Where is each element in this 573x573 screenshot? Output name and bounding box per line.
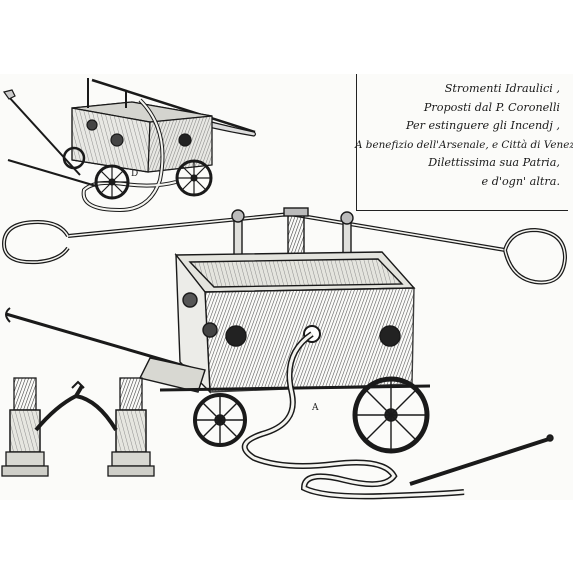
- large-fire-engine: [1, 207, 568, 500]
- pump-cylinders-detail: [1, 377, 155, 477]
- title-line-5: Dilettissima sua Patria,: [428, 156, 560, 170]
- title-line-6: e d'ogn' altra.: [481, 174, 560, 188]
- large-cart-wheel-left: [193, 393, 247, 447]
- title-cartouche: Stromenti Idraulici , Proposti dal P. Co…: [355, 74, 573, 211]
- title-line-3: Per estinguere gli Incendj ,: [405, 119, 560, 133]
- title-line-4: A benefizio dell'Arsenale, e Città di Ve…: [355, 138, 573, 151]
- small-fire-engine: [2, 78, 257, 213]
- small-cart-wheel-rear: [94, 164, 130, 200]
- small-cart-label: D: [131, 169, 138, 179]
- large-cart-label: A: [311, 403, 319, 413]
- small-cart-wheel-front: [175, 159, 213, 197]
- title-line-1: Stromenti Idraulici ,: [444, 82, 560, 95]
- large-cart-wheel-right: [352, 376, 430, 454]
- title-line-2: Proposti dal P. Coronelli: [423, 100, 560, 114]
- title-text-block: Stromenti Idraulici , Proposti dal P. Co…: [355, 80, 573, 192]
